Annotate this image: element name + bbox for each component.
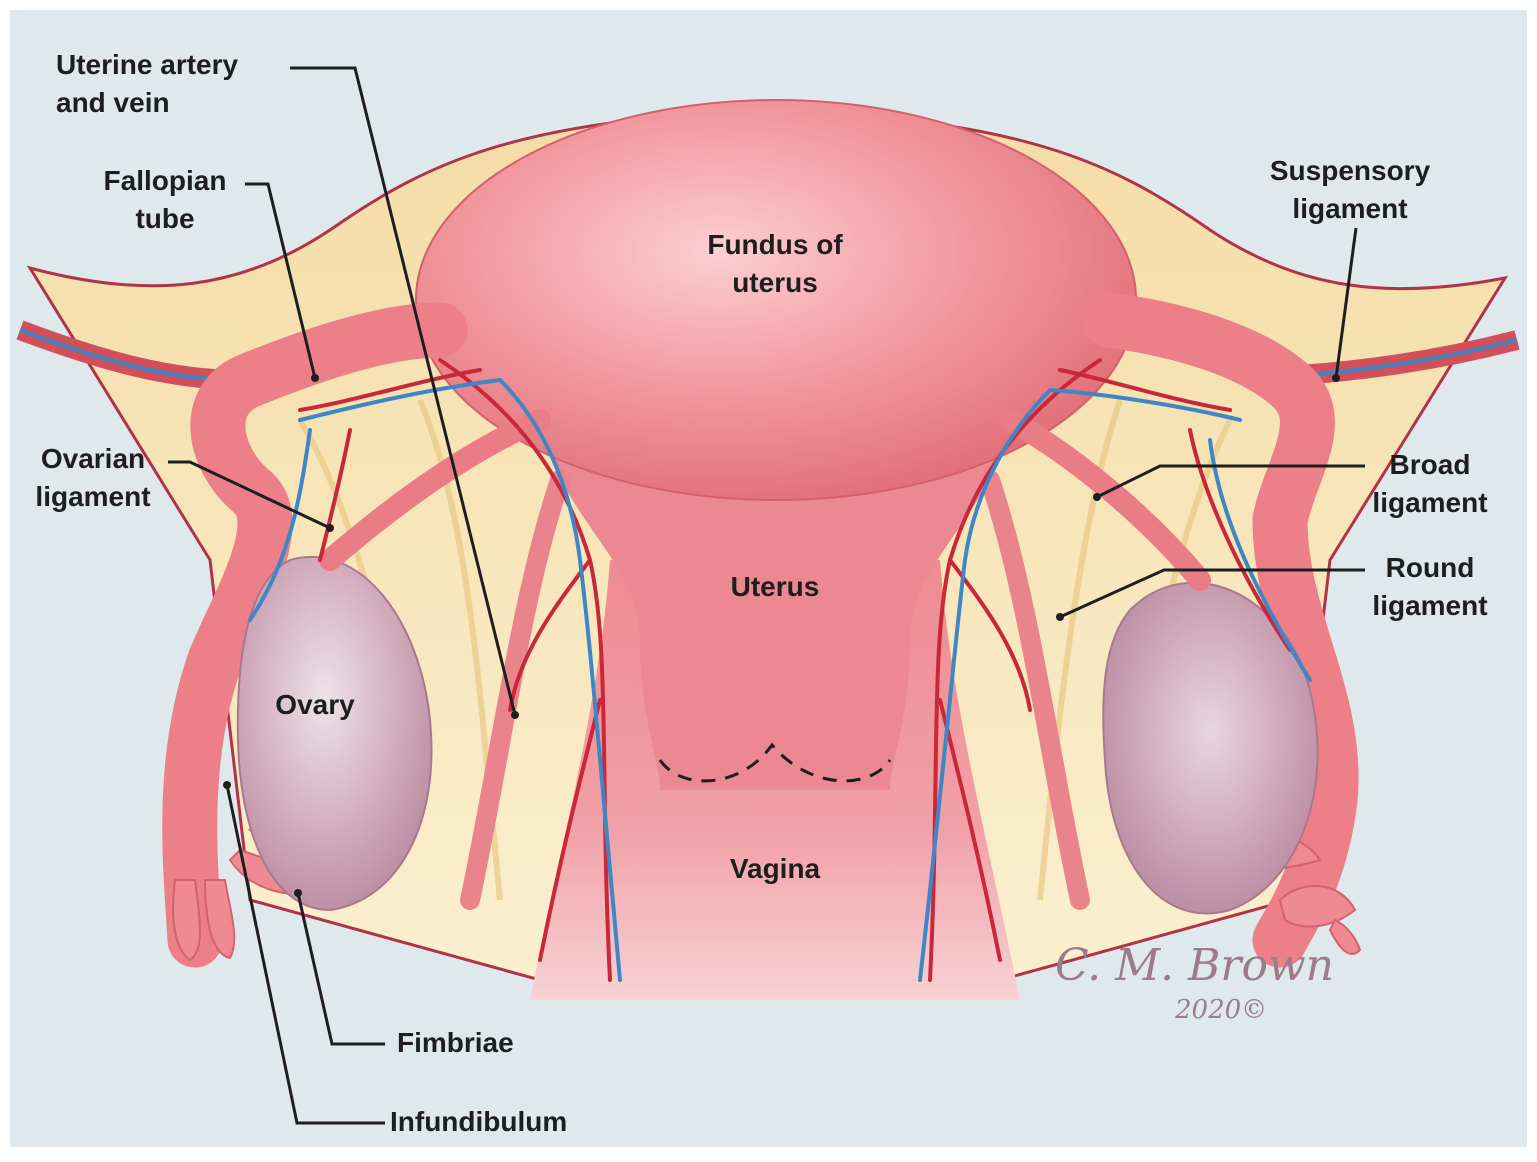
label-round-ligament: Round ligament (1372, 552, 1488, 621)
uterine-arteries (298, 358, 1292, 982)
fallopian-tube-right (1082, 292, 1359, 968)
label-fundus-of-uterus: Fundus of uterus (707, 229, 843, 298)
leader-infundibulum (225, 784, 385, 1125)
label-fallopian-tube: Fallopian tube (103, 165, 227, 234)
round-ligament-left (460, 470, 570, 910)
leader-suspensory (1334, 227, 1358, 379)
artist-signature-name: C. M. Brown (1055, 940, 1334, 991)
artist-signature-year: 2020© (1175, 995, 1268, 1025)
leader-round (1059, 568, 1365, 619)
leader-ovarian-ligament (168, 460, 331, 530)
label-broad-ligament: Broad ligament (1372, 449, 1488, 518)
label-vagina: Vagina (729, 853, 821, 884)
leader-fimbriae (296, 892, 385, 1046)
round-ligament-right (980, 470, 1090, 910)
label-uterus: Uterus (730, 571, 820, 602)
fallopian-tube-left (162, 302, 468, 968)
label-fimbriae: Fimbriae (397, 1027, 514, 1058)
leader-endpoints (223, 374, 1340, 897)
cervix-dashed-outline (658, 742, 892, 783)
leader-lines (168, 66, 1365, 1125)
label-uterine-artery-and-vein: Uterine artery and vein (56, 49, 239, 118)
leader-uterine-artery (290, 66, 517, 716)
ovary-left (236, 555, 433, 912)
leader-broad (1096, 464, 1365, 499)
label-infundibulum: Infundibulum (390, 1106, 568, 1137)
label-ovarian-ligament: Ovarian ligament (35, 443, 151, 512)
ovarian-ligament-left (319, 409, 551, 571)
ovary-right (1102, 581, 1319, 915)
uterus-body (540, 420, 1010, 790)
uterine-veins (248, 377, 1312, 982)
label-suspensory-ligament: Suspensory ligament (1269, 155, 1431, 224)
ovarian-ligament-right (999, 409, 1211, 591)
label-ovary: Ovary (275, 689, 355, 720)
leader-fallopian-tube (245, 182, 317, 379)
